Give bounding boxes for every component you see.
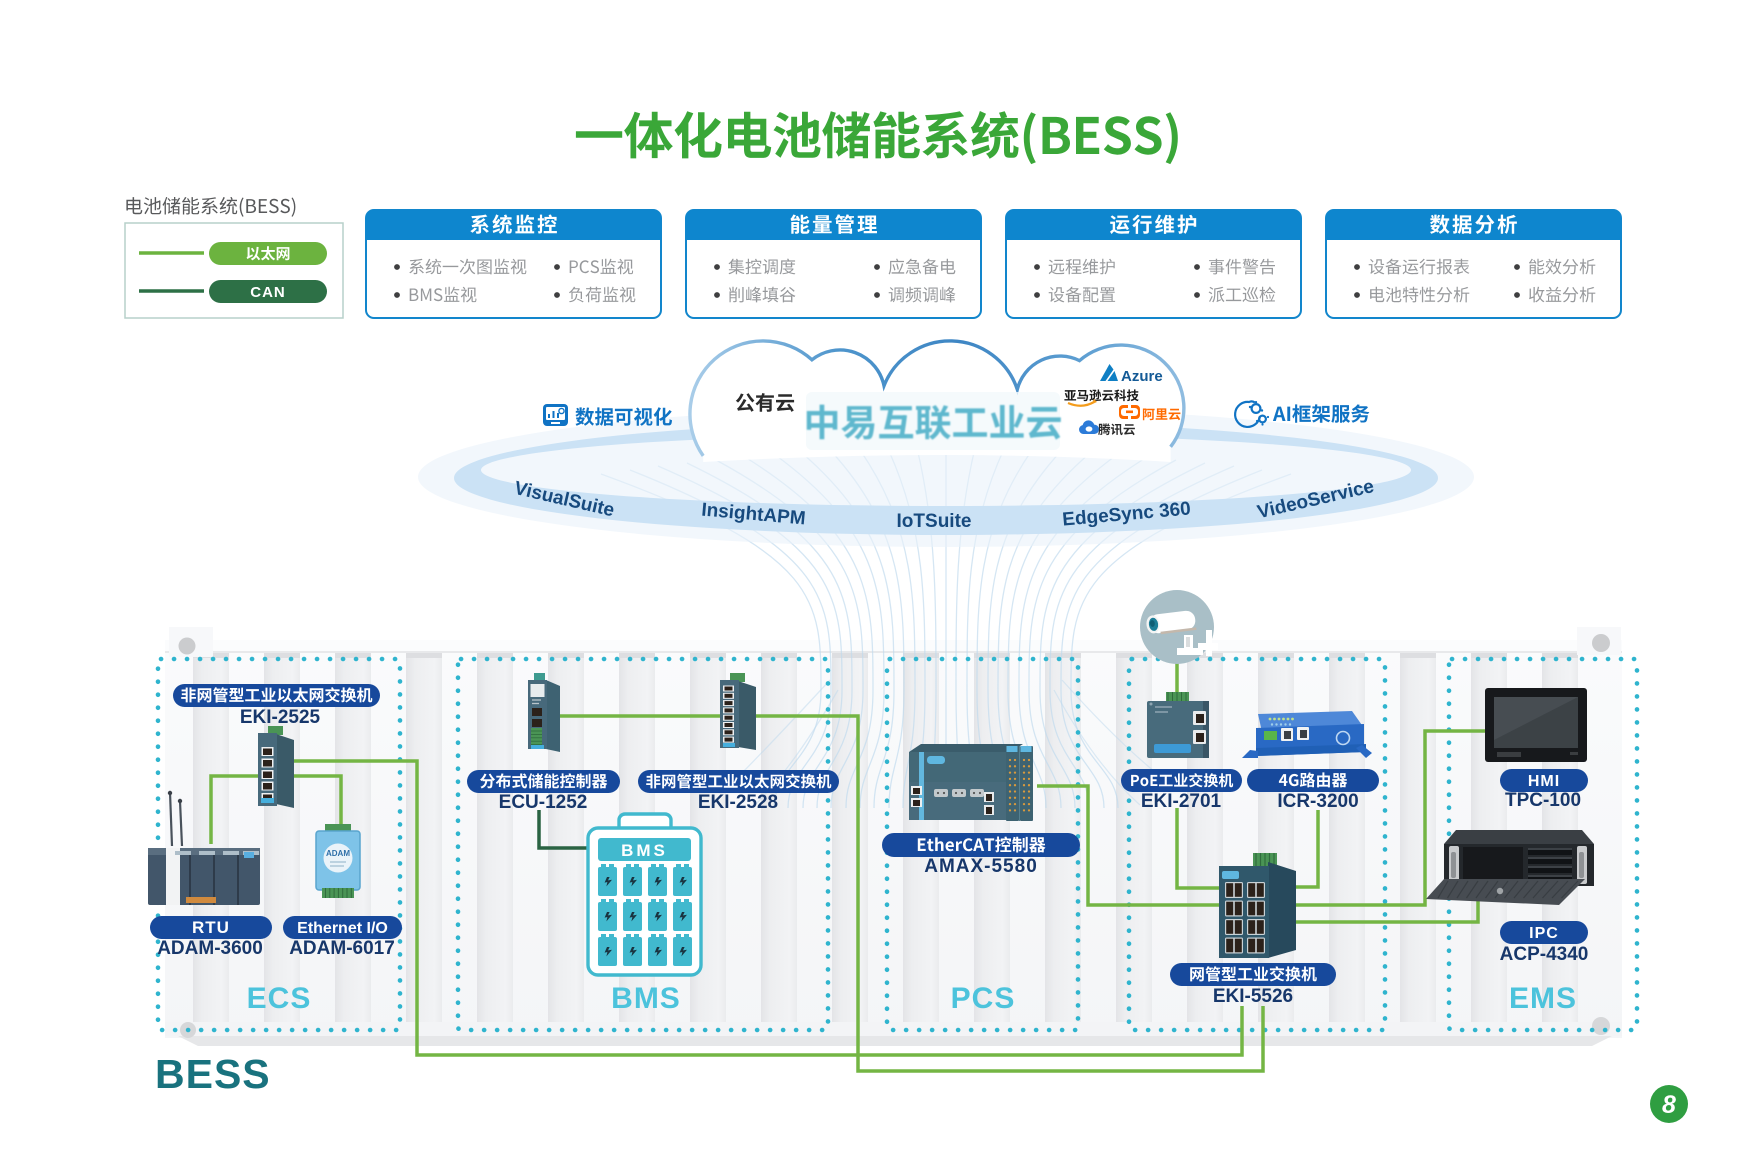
svg-text:AMAX-5580: AMAX-5580 [924,856,1038,877]
svg-text:EKI-5526: EKI-5526 [1213,986,1293,1007]
svg-text:ICR-3200: ICR-3200 [1277,791,1358,812]
svg-text:PCS: PCS [951,982,1016,1015]
svg-text:ECU-1252: ECU-1252 [499,792,588,813]
svg-text:IPC: IPC [1529,925,1559,942]
svg-text:EKI-2528: EKI-2528 [698,792,778,813]
svg-text:ECS: ECS [247,982,312,1015]
svg-text:Ethernet I/O: Ethernet I/O [297,920,388,937]
svg-text:ADAM-3600: ADAM-3600 [157,938,263,959]
svg-text:EKI-2701: EKI-2701 [1141,791,1222,812]
svg-text:TPC-100: TPC-100 [1505,790,1581,811]
svg-text:ADAM: ADAM [326,849,350,858]
svg-text:EKI-2525: EKI-2525 [240,707,321,728]
svg-text:ACP-4340: ACP-4340 [1500,944,1589,965]
svg-text:8: 8 [1662,1091,1676,1119]
svg-text:BMS: BMS [621,841,668,860]
svg-text:BMS: BMS [611,982,681,1015]
svg-text:HMI: HMI [1528,773,1560,790]
svg-text:CAN: CAN [250,284,286,301]
svg-text:EMS: EMS [1509,982,1577,1015]
svg-text:IoTSuite: IoTSuite [897,511,972,532]
svg-text:ADAM-6017: ADAM-6017 [289,938,395,959]
svg-text:RTU: RTU [192,918,230,937]
svg-text:BESS: BESS [155,1051,271,1097]
svg-text:Azure: Azure [1121,368,1163,385]
